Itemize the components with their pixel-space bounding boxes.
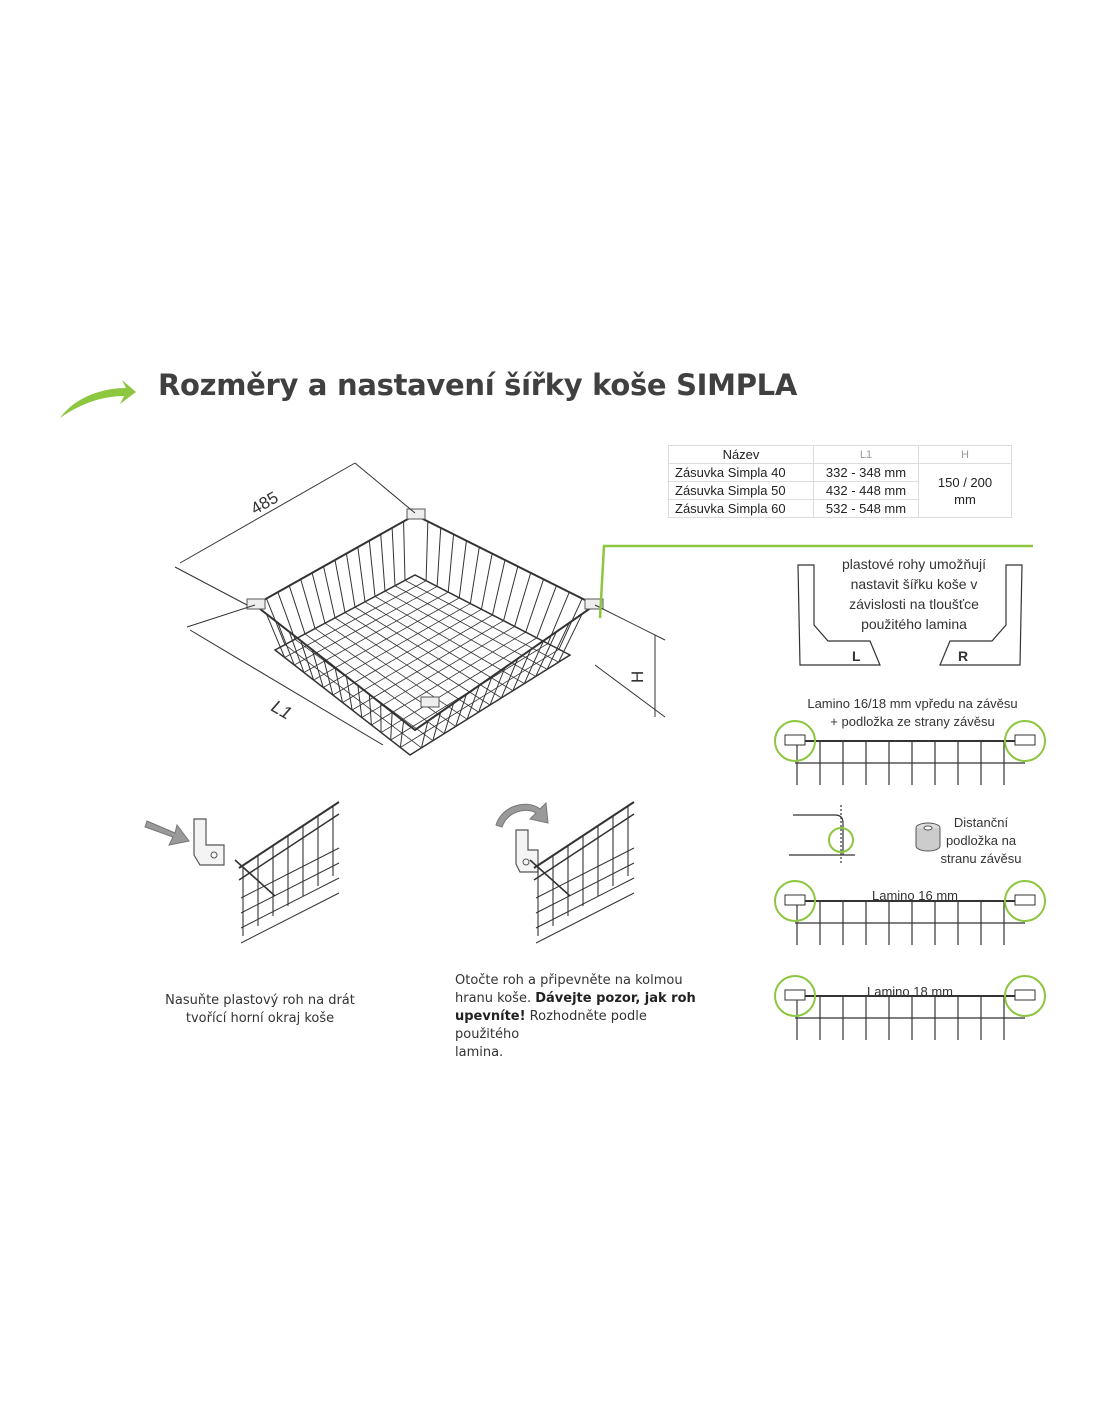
corner-note-line: závislosti na tloušťce — [849, 596, 979, 612]
detail1-label: Lamino 16/18 mm vpředu na závěsu + podlo… — [780, 695, 1045, 731]
step1-caption-line: tvořící horní okraj koše — [185, 1011, 335, 1026]
row-name: Simpla 50 — [727, 483, 786, 498]
step1-caption-line: Nasuňte plastový roh na drát — [165, 993, 355, 1008]
rotate-arrow-icon — [495, 801, 549, 828]
spacer-icon — [915, 822, 941, 852]
table-header-l1: L1 — [813, 445, 919, 464]
spacer-label-line: stranu závěsu — [940, 851, 1022, 866]
corner-note: plastové rohy umožňují nastavit šířku ko… — [826, 554, 1002, 634]
table-header-row: Název L1 H — [668, 445, 1012, 464]
row-l1: 532 - 548 mm — [813, 499, 919, 518]
table-row: Zásuvka Simpla 60 532 - 548 mm — [668, 499, 1012, 518]
corner-note-line: nastavit šířku koše v — [850, 576, 978, 592]
h-value-line1: 150 / 200 — [937, 474, 993, 490]
row-l1: 432 - 448 mm — [813, 481, 919, 500]
table-row: Zásuvka Simpla 50 432 - 448 mm — [668, 481, 1012, 500]
row-type: Zásuvka — [675, 483, 725, 498]
step2-caption-line2a: hranu koše. — [455, 991, 536, 1006]
row-name: Simpla 60 — [727, 501, 786, 516]
leader-line — [598, 544, 1033, 619]
corner-note-line: použitého lamina — [861, 616, 967, 632]
corner-letter-left: L — [852, 648, 861, 664]
h-value-line2: mm — [954, 491, 976, 507]
corner-clip — [584, 598, 604, 610]
row-type: Zásuvka — [675, 465, 725, 480]
step2-caption-line3b: Rozhodněte podle použitého — [455, 1009, 647, 1042]
dim-l1: L1 — [268, 696, 295, 723]
step2-caption-warning: Dávejte pozor, jak roh — [535, 991, 696, 1006]
h-value-cell: 150 / 200 mm — [918, 463, 1012, 518]
detail2-label: Lamino 16 mm — [872, 888, 958, 903]
row-type: Zásuvka — [675, 501, 725, 516]
corner-letter-right: R — [958, 648, 968, 664]
detail3-grid — [774, 975, 1046, 1040]
row-name: Simpla 40 — [727, 465, 786, 480]
gray-arrow-icon — [144, 820, 190, 846]
corner-clip-detail: L R — [797, 564, 1023, 666]
spacer-label-line: Distanční — [953, 815, 1009, 830]
detail1-grid — [774, 720, 1046, 785]
green-arrow-icon — [60, 380, 136, 418]
corner-clip — [246, 598, 266, 610]
spacer-label: Distanční podložka na stranu závěsu — [936, 814, 1026, 868]
step1-caption: Nasuňte plastový roh na drát tvořící hor… — [150, 992, 370, 1028]
spacer-label-line: podložka na — [945, 833, 1017, 848]
step2-caption-line4: lamina. — [455, 1045, 504, 1060]
table-header-name: Název — [668, 445, 814, 464]
step2-caption-warning-end: upevníte! — [455, 1009, 526, 1024]
spacer-detail — [789, 805, 855, 865]
detail1-label-line: + podložka ze strany závěsu — [830, 714, 995, 729]
basket-drawing: 485 L1 H — [174, 462, 666, 756]
corner-piece-icon — [193, 818, 225, 866]
row-l1: 332 - 348 mm — [813, 463, 919, 482]
table-row: Zásuvka Simpla 40 332 - 348 mm 150 / 200… — [668, 463, 1012, 518]
step2-caption: Otočte roh a připevněte na kolmou hranu … — [455, 972, 705, 1062]
corner-note-line: plastové rohy umožňují — [842, 556, 986, 572]
dim-h: H — [628, 671, 647, 683]
corner-clip — [420, 696, 440, 708]
dim-485: 485 — [248, 488, 282, 519]
step1-basket — [234, 801, 340, 944]
detail1-label-line: Lamino 16/18 mm vpředu na závěsu — [807, 696, 1018, 711]
detail2-grid — [774, 880, 1046, 945]
spec-table: Název L1 H Zásuvka Simpla 40 332 - 348 m… — [668, 445, 1012, 518]
step2-basket — [529, 801, 635, 944]
corner-clip — [406, 508, 426, 520]
step2-caption-line1: Otočte roh a připevněte na kolmou — [455, 973, 683, 988]
table-header-h: H — [918, 445, 1012, 464]
page-title: Rozměry a nastavení šířky koše SIMPLA — [158, 368, 798, 402]
